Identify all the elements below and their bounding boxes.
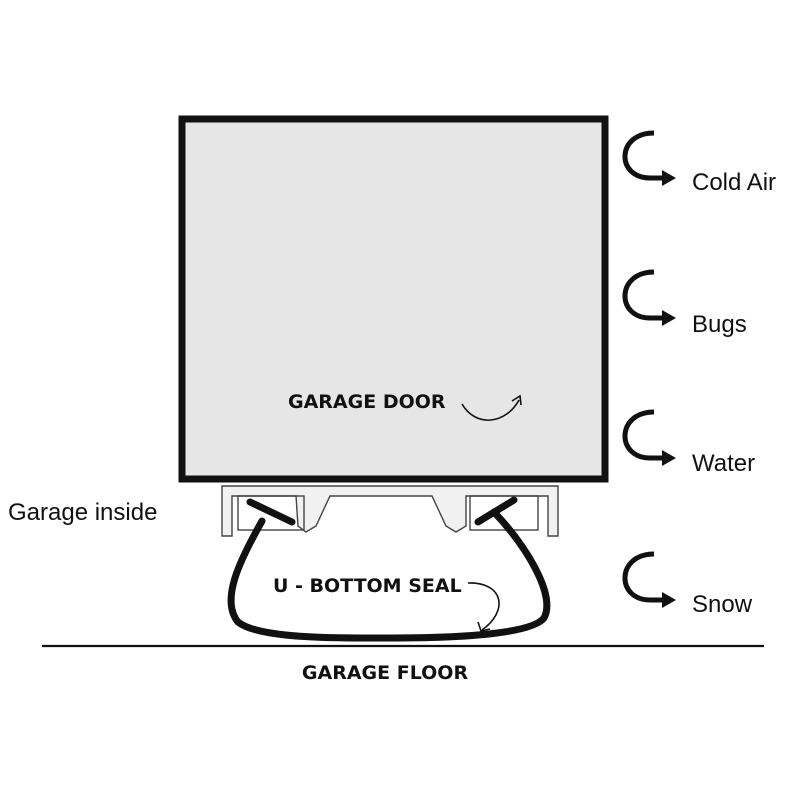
u-turn-arrowhead xyxy=(662,592,676,608)
blocked-item-label: Snow xyxy=(692,591,753,618)
blocked-item-cold-air: Cold Air xyxy=(622,130,776,196)
blocked-item-water: Water xyxy=(622,409,755,477)
blocked-item-label: Water xyxy=(692,450,755,477)
garage-door-pointer-arrow xyxy=(461,399,520,421)
blocked-item-label: Bugs xyxy=(692,311,747,338)
u-turn-arrowhead xyxy=(662,310,676,326)
u-bottom-seal xyxy=(227,508,551,642)
u-turn-arrow-icon xyxy=(622,551,664,603)
u-turn-arrow-icon xyxy=(622,269,664,321)
u-turn-arrowhead xyxy=(662,450,676,466)
retainer-right-slot xyxy=(469,495,539,531)
u-turn-arrow-icon xyxy=(622,130,664,181)
retainer-left-slot xyxy=(237,495,305,531)
seal-pointer-arrowhead xyxy=(477,621,491,632)
garage-floor-label: GARAGE FLOOR xyxy=(302,662,469,684)
garage-door-panel xyxy=(178,115,609,483)
seal-left-anchor xyxy=(246,498,296,526)
u-turn-arrowhead xyxy=(662,170,676,186)
u-turn-arrow-icon xyxy=(622,409,664,461)
garage-door-pointer-arrowhead xyxy=(511,394,522,406)
garage-door-label: GARAGE DOOR xyxy=(288,391,446,413)
seal-pointer-arrow xyxy=(467,582,500,631)
u-bottom-seal-label: U - BOTTOM SEAL xyxy=(273,575,462,597)
garage-inside-label: Garage inside xyxy=(8,499,157,526)
blocked-item-snow: Snow xyxy=(622,551,753,618)
blocked-item-bugs: Bugs xyxy=(622,269,747,338)
seal-right-anchor xyxy=(474,496,518,526)
blocked-item-label: Cold Air xyxy=(692,169,776,196)
